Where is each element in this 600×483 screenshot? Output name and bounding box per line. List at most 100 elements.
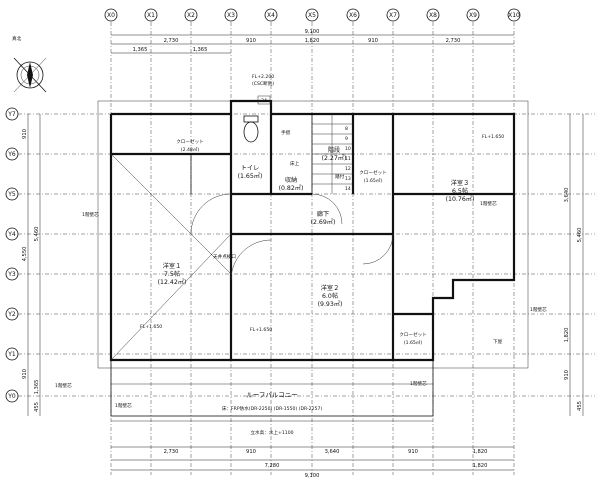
label-wall-mark-3: 1階壁芯 xyxy=(55,382,72,389)
dim-right-2: 5,460 xyxy=(577,228,583,243)
room-closet2-area: (1.65㎡) xyxy=(364,177,383,184)
label-railing: 立水高：水上+1100 xyxy=(250,429,293,436)
dim-top-sub1: 1,365 xyxy=(133,47,148,53)
dim-top-sub2: 1,365 xyxy=(193,47,208,53)
room-closet3-name: クローゼット xyxy=(399,331,427,338)
dim-bottom-r1-2: 910 xyxy=(246,449,256,455)
dim-top-seg3: 1,820 xyxy=(305,38,320,44)
label-wall-mark-6: 1階壁芯 xyxy=(82,211,99,218)
stair-note: 踏付 xyxy=(335,173,345,180)
room-closet1-area: (2.48㎡) xyxy=(181,146,200,153)
dim-right-5: 455 xyxy=(577,401,583,411)
room-storage-name: 収納 xyxy=(285,176,297,184)
dim-left-2: 5,460 xyxy=(34,227,40,242)
stair-step-11: 11 xyxy=(345,156,351,162)
axis-y6: Y6 xyxy=(7,151,16,158)
roof-balcony: ルーフバルコニー 床：FRP防水(DR-2250) (DR-1550) (DR-… xyxy=(110,359,434,436)
room-yoshitsu3-name: 洋室３ xyxy=(451,179,470,187)
axis-y0: Y0 xyxy=(7,393,16,400)
dim-left-6: 455 xyxy=(34,402,40,412)
room-yoshitsu2-name: 洋室２ xyxy=(321,284,340,292)
dim-left-5: 1,365 xyxy=(34,380,40,395)
axis-x7: X7 xyxy=(389,12,397,19)
x-axis-labels: X0 X1 X2 X3 X4 X5 X6 X7 X8 X9 X10 xyxy=(104,8,521,22)
label-waterproof: 床：FRP防水(DR-2250) (DR-1550) (DR-2257) xyxy=(222,405,323,412)
toilet-fixture xyxy=(243,115,259,143)
label-fl-left: FL+1.650 xyxy=(140,324,162,330)
dim-top-overall: 9,100 xyxy=(305,29,320,35)
room-yoshitsu2-area1: 6.0帖 xyxy=(322,292,338,300)
room-hallway-name: 廊下 xyxy=(317,210,329,218)
room-hallway-area: (2.69㎡) xyxy=(311,218,336,226)
room-toilet-area: (1.65㎡) xyxy=(238,172,263,180)
label-floor-up: 床上 xyxy=(290,160,300,167)
axis-x4: X4 xyxy=(267,12,275,19)
dim-bottom-r2-1: 7,280 xyxy=(265,463,280,469)
axis-x5: X5 xyxy=(308,12,316,19)
axis-y3: Y3 xyxy=(7,271,16,278)
room-closet3-area: (1.65㎡) xyxy=(404,339,423,346)
label-wall-mark-2: 1階壁芯 xyxy=(530,306,547,313)
staircase: 8 9 10 11 12 13 14 踏付 xyxy=(312,114,353,194)
stair-step-9: 9 xyxy=(345,136,348,142)
dim-left-4: 910 xyxy=(22,369,28,379)
top-dimensions: 9,100 2,730 910 1,820 910 2,730 1,365 1,… xyxy=(111,29,514,54)
room-yoshitsu2-area2: (9.93㎡) xyxy=(318,300,343,308)
walls xyxy=(97,99,529,369)
north-label: 真北 xyxy=(12,35,22,42)
axis-x2: X2 xyxy=(187,12,195,19)
label-wall-mark-1: 1階壁芯 xyxy=(480,200,497,207)
room-yoshitsu1-area2: (12.42㎡) xyxy=(158,278,187,286)
dim-left-1: 910 xyxy=(22,129,28,139)
axis-y1: Y1 xyxy=(7,351,16,358)
stair-step-12: 12 xyxy=(345,166,351,172)
stair-step-13: 13 xyxy=(345,176,351,182)
label-fl-top: FL+2.200 xyxy=(252,74,274,80)
label-ceiling-hatch: 天井点検口 xyxy=(213,253,236,260)
label-wall-mark-5: 1階壁芯 xyxy=(410,380,427,387)
axis-y7: Y7 xyxy=(7,111,16,118)
bottom-dimensions: 2,730 910 3,640 910 1,820 7,280 1,820 9,… xyxy=(111,446,514,479)
axis-x3: X3 xyxy=(227,12,235,19)
label-code-24: 24 xyxy=(261,98,267,104)
stair-step-14: 14 xyxy=(345,186,351,192)
axis-y4: Y4 xyxy=(7,231,16,238)
misc-labels: FL+2.200 (CSC断熱) 24 FL+1.650 FL+1.650 FL… xyxy=(55,74,547,409)
room-storage-area: (0.82㎡) xyxy=(279,184,304,192)
right-dimensions: 3,640 5,460 1,820 910 455 xyxy=(564,114,584,416)
dim-bottom-r1-1: 2,730 xyxy=(164,449,179,455)
label-fl-mid: FL+1.650 xyxy=(250,327,272,333)
axis-x9: X9 xyxy=(469,12,477,19)
room-toilet-name: トイレ xyxy=(241,165,260,172)
room-yoshitsu3-area1: 6.5帖 xyxy=(452,187,468,195)
dim-top-seg2: 910 xyxy=(246,38,256,44)
room-closet2-name: クローゼット xyxy=(359,169,387,176)
dim-top-seg1: 2,730 xyxy=(164,38,179,44)
room-yoshitsu1-area1: 7.5帖 xyxy=(164,270,180,278)
y-axis-labels: Y7 Y6 Y5 Y4 Y3 Y2 Y1 Y0 xyxy=(5,107,19,403)
axis-x6: X6 xyxy=(349,12,357,19)
label-down: 下屋 xyxy=(493,339,503,345)
room-labels: 洋室３ 6.5帖 (10.76㎡) 洋室１ 7.5帖 (12.42㎡) 洋室２ … xyxy=(158,138,475,346)
room-closet1-name: クローゼット xyxy=(176,138,204,145)
north-compass: 真北 xyxy=(12,35,47,93)
dim-left-3: 4,550 xyxy=(22,247,28,262)
door-swings xyxy=(110,153,394,361)
stair-step-10: 10 xyxy=(345,146,351,152)
dim-right-3: 1,820 xyxy=(564,328,570,343)
dim-right-4: 910 xyxy=(564,370,570,380)
dim-top-seg5: 2,730 xyxy=(446,38,461,44)
axis-y2: Y2 xyxy=(7,311,16,318)
room-yoshitsu1-name: 洋室１ xyxy=(163,262,182,270)
dim-bottom-r1-5: 1,820 xyxy=(473,449,488,455)
room-stair-name: 階段 xyxy=(328,146,340,154)
axis-x10: X10 xyxy=(508,12,520,19)
label-fl-right: FL+1.650 xyxy=(482,134,504,140)
dim-right-1: 3,640 xyxy=(564,188,570,203)
label-csc: (CSC断熱) xyxy=(252,80,274,87)
dim-bottom-overall: 9,100 xyxy=(305,473,320,479)
axis-x0: X0 xyxy=(107,12,115,19)
room-yoshitsu3-area2: (10.76㎡) xyxy=(446,195,475,203)
